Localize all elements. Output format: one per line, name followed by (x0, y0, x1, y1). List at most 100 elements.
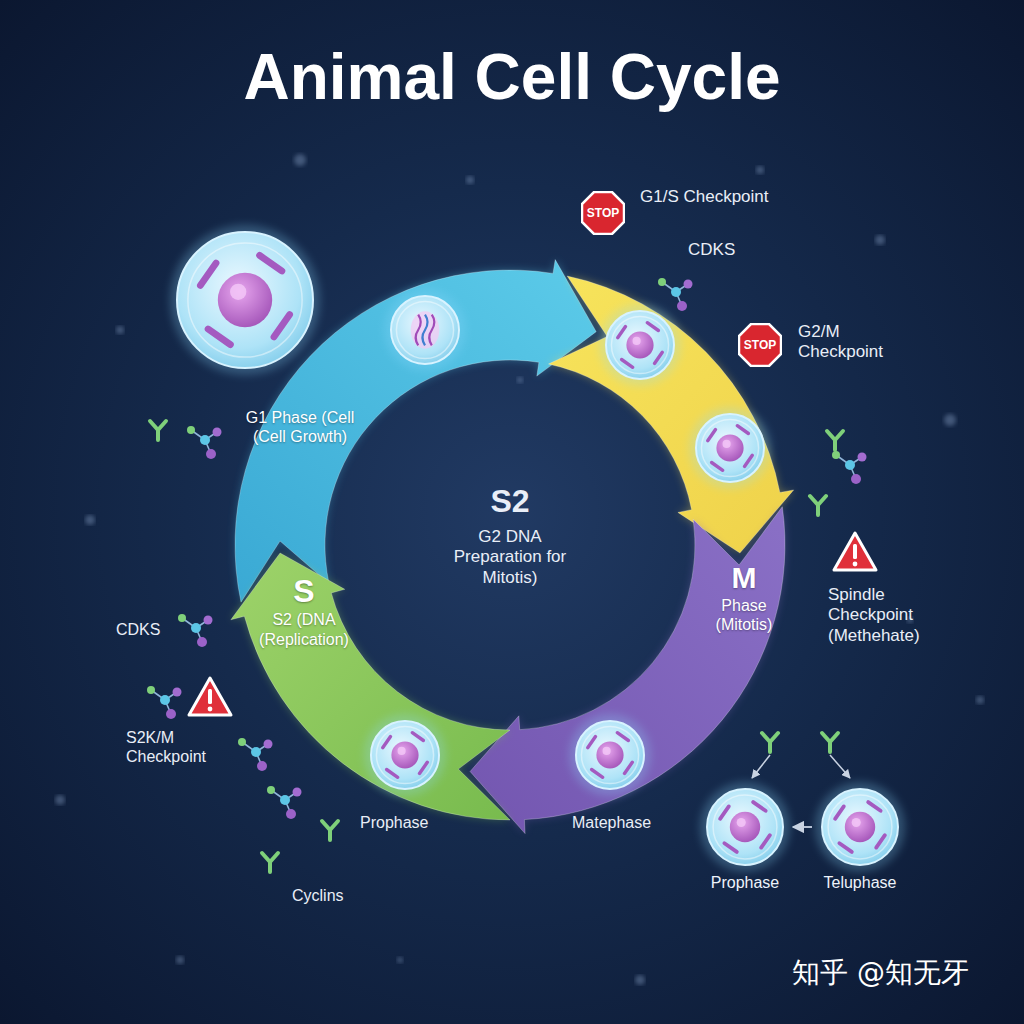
nucleus (716, 434, 743, 461)
molecule-label: Cyclins (292, 886, 382, 905)
molecule (147, 686, 182, 719)
watermark: 知乎 @知无牙 (792, 956, 1012, 990)
stop-octagon (739, 324, 781, 366)
sparkle (635, 975, 645, 985)
sparkle (944, 414, 956, 426)
atom (684, 280, 693, 289)
cell-glow (364, 714, 446, 796)
antibody-arm (827, 431, 843, 450)
molecule (658, 278, 693, 311)
exclamation-dot (853, 562, 858, 567)
molecule (187, 426, 222, 459)
node-text: Phase (Mitotis) (696, 596, 792, 634)
organelle (868, 802, 880, 811)
organelle (387, 770, 398, 778)
atom (191, 623, 201, 633)
title: Animal Cell Cycle (0, 40, 1024, 114)
atom (251, 747, 261, 757)
cell-inner (396, 301, 453, 358)
phase-description: G2 DNA Preparation for Mitotis) (445, 527, 575, 588)
stop-sign: STOP (581, 191, 625, 235)
exclamation-dot (208, 707, 213, 712)
atom (293, 788, 302, 797)
pointer-line (752, 755, 770, 778)
nucleolus (723, 440, 731, 448)
s-arrow (231, 553, 510, 820)
sparkles (55, 154, 984, 985)
antibody (810, 496, 826, 515)
sparkle (756, 166, 764, 174)
sparkle (176, 956, 184, 964)
cell-membrane (177, 232, 313, 368)
organelle (383, 737, 391, 748)
nucleolus (852, 818, 861, 827)
cell-membrane (576, 721, 644, 789)
organelle (647, 323, 658, 331)
atom (200, 435, 210, 445)
organelle (708, 430, 716, 441)
node-text: Prophase (700, 873, 790, 892)
checkpoint-label: S2K/M Checkpoint (126, 728, 230, 766)
warning-triangle (834, 533, 876, 570)
organelle (761, 835, 770, 847)
atom (178, 614, 186, 622)
organelle (622, 360, 633, 368)
nucleus (730, 812, 760, 842)
antibody (322, 821, 338, 840)
cell-glow (815, 782, 905, 872)
atom (147, 686, 155, 694)
atom (851, 474, 861, 484)
molecule (238, 738, 273, 771)
antibody (827, 431, 843, 450)
cell-inner (581, 726, 638, 783)
atom (286, 809, 296, 819)
cell-glow (569, 714, 651, 796)
sparkle (875, 235, 885, 245)
node-text: Teluphase (815, 873, 905, 892)
checkpoint-label: G1/S Checkpoint (640, 187, 772, 207)
stop-octagon (582, 192, 624, 234)
atom (213, 428, 222, 437)
organelle (876, 835, 885, 847)
cycle-ring (231, 260, 794, 834)
nucleolus (398, 747, 406, 755)
atom (832, 451, 840, 459)
atom (204, 616, 213, 625)
cells (170, 225, 771, 796)
pointer-line (830, 755, 850, 778)
atom (197, 637, 207, 647)
organelle (208, 329, 230, 345)
stage-label: Prophase (360, 813, 452, 832)
checkpoint-label: G2/M Checkpoint (798, 322, 924, 363)
cell-figure: Teluphase (815, 785, 905, 892)
cell-outline (815, 785, 905, 869)
warning-sign (189, 678, 231, 715)
atom (238, 738, 246, 746)
atom (280, 795, 290, 805)
node-text: G1 Phase (Cell (Cell Growth) (242, 408, 358, 446)
sparkle (517, 377, 523, 383)
cell-glow (384, 289, 466, 371)
cell-inner (611, 316, 668, 373)
cell-glow (599, 304, 681, 386)
organelle (617, 733, 628, 741)
antibody-arm (322, 821, 338, 840)
organelle (274, 315, 290, 337)
atom (264, 740, 273, 749)
nucleus (411, 311, 440, 348)
connector-arrow (793, 826, 812, 828)
antibody (262, 853, 278, 872)
organelle (625, 762, 633, 773)
sparkle (85, 515, 95, 525)
warning-triangle (189, 678, 231, 715)
molecule (267, 786, 302, 819)
cell-membrane (371, 721, 439, 789)
cell-inner (188, 243, 302, 357)
atom (267, 786, 275, 794)
stop-text: STOP (744, 338, 776, 352)
cell-inner (701, 419, 758, 476)
g2-arrow (549, 276, 794, 553)
organelle (745, 455, 753, 466)
cell-membrane (707, 789, 783, 865)
